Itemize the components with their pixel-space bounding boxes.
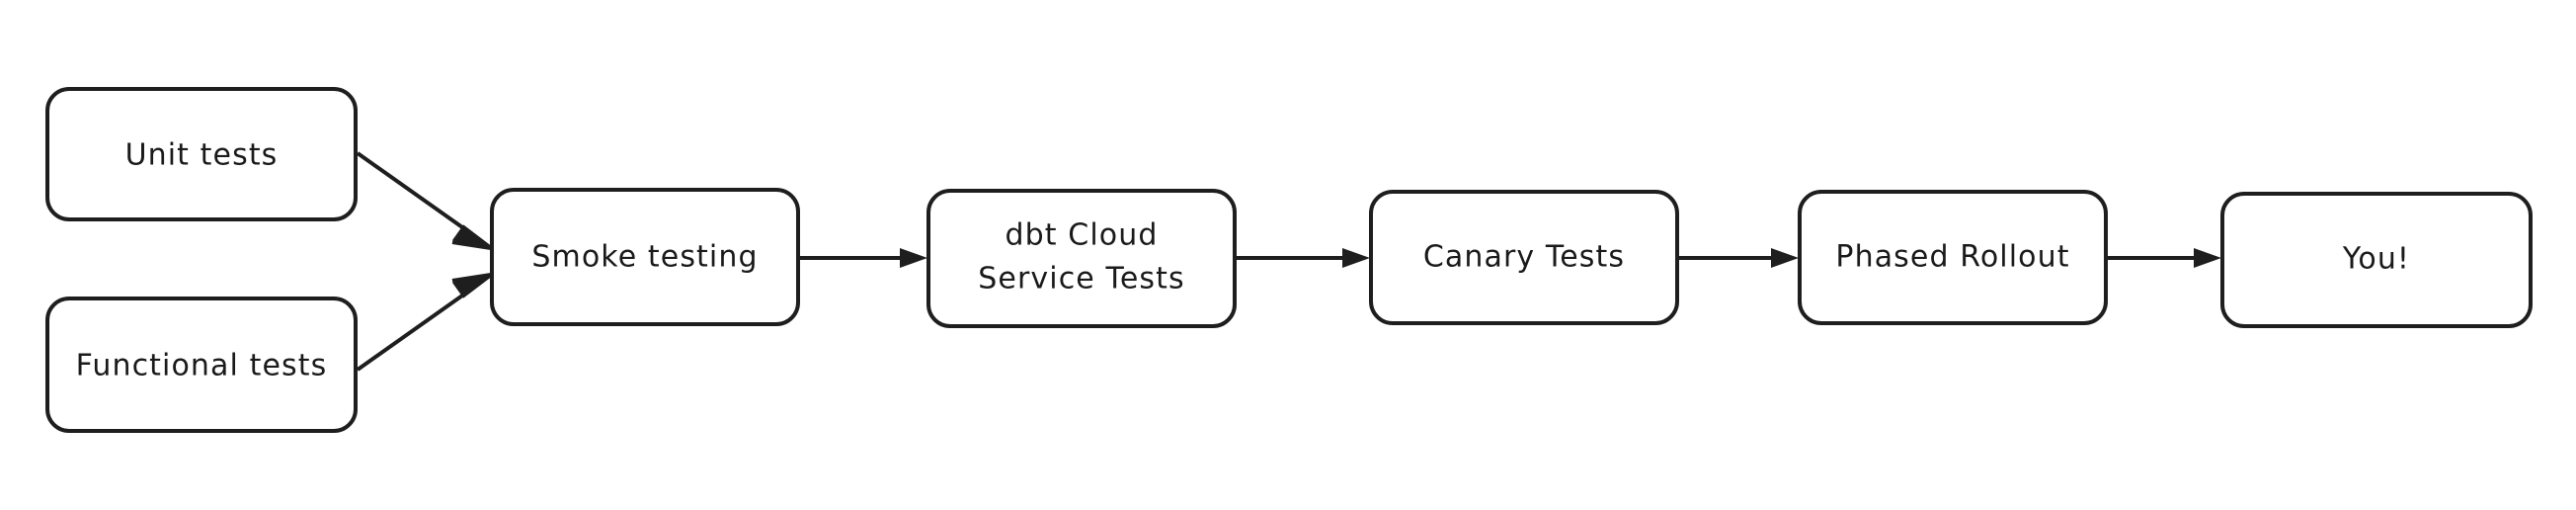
node-unit-tests-shape[interactable] <box>45 87 358 221</box>
node-functional-tests-label: Functional tests <box>76 349 328 383</box>
node-dbt-cloud-service-tests-label-line2: Service Tests <box>978 262 1184 297</box>
edge-smoke-to-dbt <box>800 248 927 268</box>
node-phased-rollout-shape[interactable] <box>1798 190 2108 325</box>
edge-unit-to-smoke <box>356 151 493 250</box>
node-canary-tests-label: Canary Tests <box>1423 240 1625 275</box>
node-functional-tests-shape[interactable] <box>45 297 358 433</box>
node-smoke-testing-shape[interactable] <box>490 188 800 326</box>
node-smoke-testing-label: Smoke testing <box>531 240 758 275</box>
node-functional-tests[interactable]: Functional tests <box>45 297 358 433</box>
node-dbt-cloud-service-tests-label-line1: dbt Cloud <box>1006 218 1159 253</box>
node-unit-tests-label: Unit tests <box>125 138 279 173</box>
node-you-shape[interactable] <box>2220 192 2533 328</box>
node-dbt-cloud-service-tests[interactable]: dbt Cloud Service Tests <box>926 189 1237 328</box>
node-phased-rollout[interactable]: Phased Rollout <box>1798 190 2108 325</box>
node-unit-tests[interactable]: Unit tests <box>45 87 358 221</box>
node-phased-rollout-label: Phased Rollout <box>1835 240 2069 275</box>
node-dbt-cloud-service-tests-shape[interactable] <box>926 189 1237 328</box>
edge-functional-to-smoke <box>356 273 493 372</box>
node-canary-tests[interactable]: Canary Tests <box>1369 190 1679 325</box>
node-you-label: You! <box>2342 242 2410 277</box>
edge-canary-to-phased <box>1679 248 1799 268</box>
edge-phased-to-you <box>2108 248 2221 268</box>
node-smoke-testing[interactable]: Smoke testing <box>490 188 800 326</box>
node-you[interactable]: You! <box>2220 192 2533 328</box>
edge-dbt-to-canary <box>1237 248 1370 268</box>
node-canary-tests-shape[interactable] <box>1369 190 1679 325</box>
